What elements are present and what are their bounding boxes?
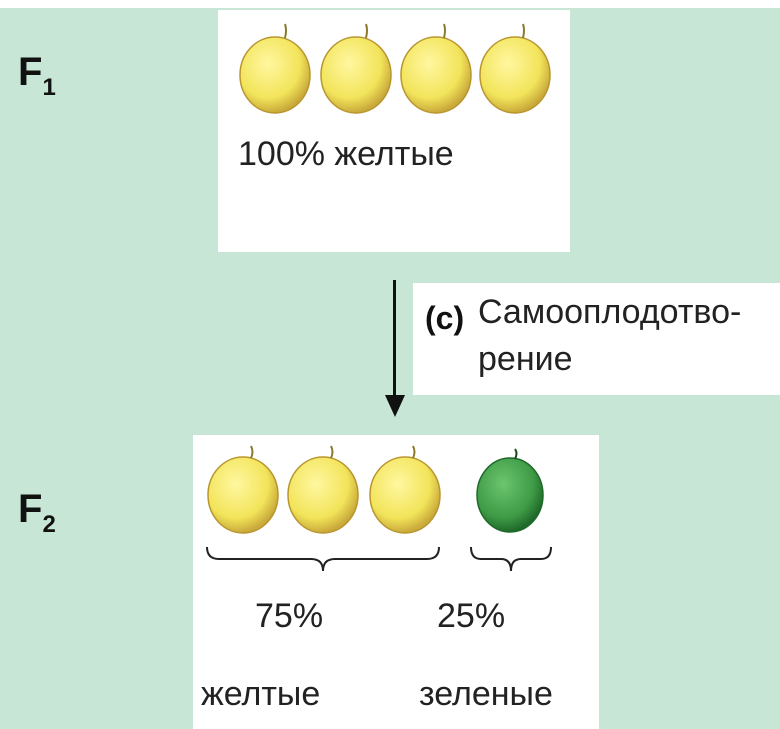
generation-f2-letter: F — [18, 487, 43, 531]
f1-panel: 100% желтые — [218, 10, 570, 252]
cross-arrow-shaft — [393, 280, 396, 400]
top-white-strip — [0, 0, 780, 8]
generation-label-f2: F2 — [18, 487, 56, 539]
generation-f1-letter: F — [18, 50, 43, 94]
f1-caption: 100% желтые — [238, 135, 454, 173]
f2-green-label: зеленые — [419, 675, 553, 713]
cross-step-line1: Самооплодотво- — [478, 293, 742, 331]
f2-yellow-label: желтые — [201, 675, 321, 713]
f2-yellow-brace — [206, 546, 440, 572]
cross-step-line2: рение — [478, 340, 573, 378]
cross-arrow-head — [385, 395, 405, 417]
f2-yellow-pea-2 — [287, 445, 359, 534]
f2-green-brace — [470, 546, 552, 572]
f2-yellow-pea-1 — [207, 445, 279, 534]
generation-f1-subscript: 1 — [42, 74, 56, 101]
f1-pea-4 — [479, 23, 551, 114]
f2-green-percent: 25% — [437, 597, 506, 635]
f1-pea-2 — [320, 23, 392, 114]
f2-yellow-percent: 75% — [255, 597, 324, 635]
cross-step-box — [413, 283, 780, 395]
f2-yellow-pea-3 — [369, 445, 441, 534]
generation-label-f1: F1 — [18, 50, 56, 102]
cross-step-marker: (c) — [425, 300, 465, 336]
f1-pea-1 — [239, 23, 311, 114]
f2-panel: 75% 25% желтые зеленые — [193, 435, 599, 729]
f2-pea-row — [206, 445, 552, 572]
f1-pea-3 — [400, 23, 472, 114]
generation-f2-subscript: 2 — [42, 511, 56, 538]
f1-pea-row — [239, 23, 551, 114]
f2-green-pea — [476, 448, 544, 533]
